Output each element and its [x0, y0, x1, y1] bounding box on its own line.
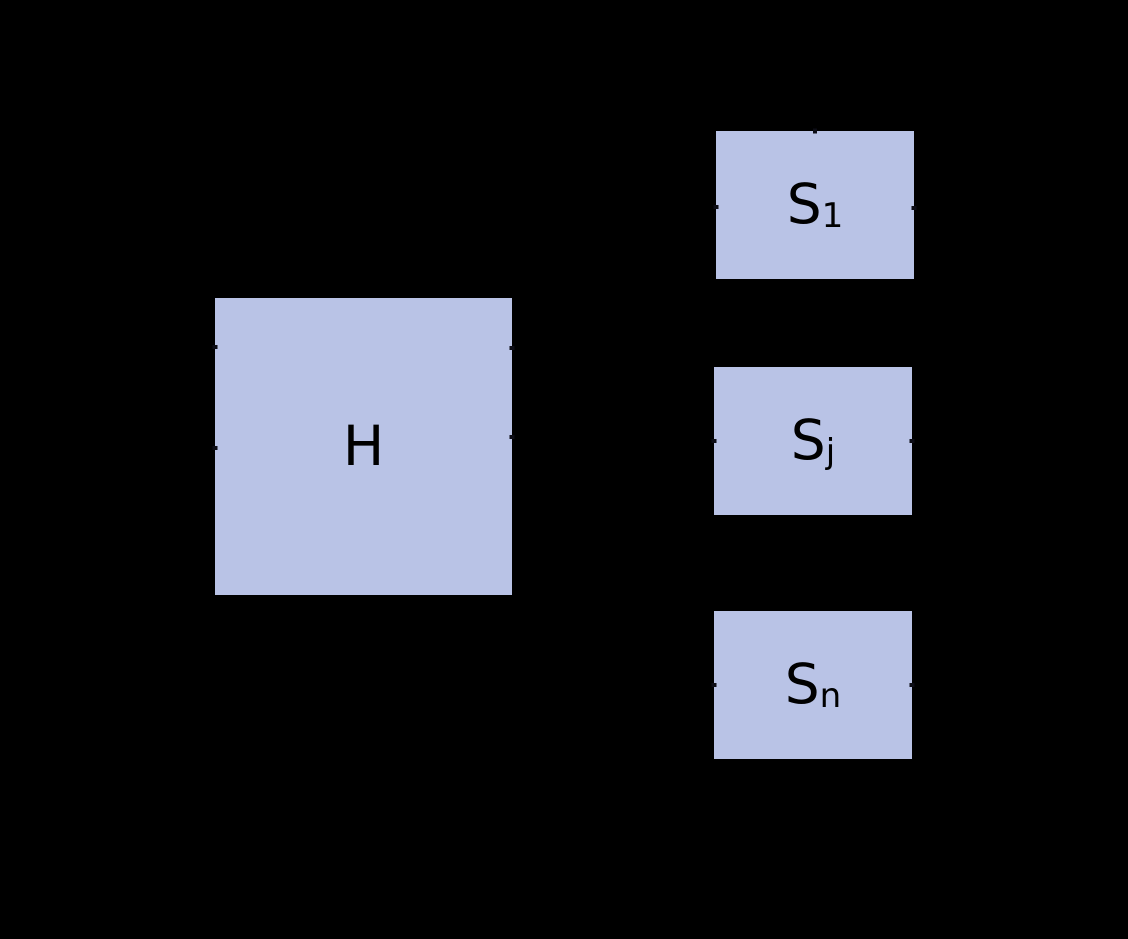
spoke-node-s1-label: S1 — [786, 171, 844, 236]
spoke-node-sn-subscript: n — [819, 675, 842, 716]
connector-stub — [212, 345, 218, 349]
connector-stub — [509, 435, 515, 439]
spoke-node-sj-label: Sj — [790, 407, 836, 472]
connector-stub — [711, 439, 717, 443]
hub-node-label: H — [342, 414, 385, 478]
connector-stub — [909, 439, 915, 443]
connector-stub — [911, 206, 917, 210]
spoke-node-s1-subscript: 1 — [821, 195, 844, 236]
connector-stub — [713, 205, 719, 209]
connector-stub — [212, 446, 218, 450]
spoke-node-s1: S1 — [716, 131, 914, 279]
connector-stub — [509, 346, 515, 350]
hub-node: H — [215, 298, 512, 595]
connector-stub — [711, 683, 717, 687]
connector-stub — [813, 128, 817, 134]
spoke-node-sn-label: Sn — [784, 651, 842, 716]
spoke-node-sn: Sn — [714, 611, 912, 759]
connector-stub — [909, 683, 915, 687]
spoke-node-sj: Sj — [714, 367, 912, 515]
spoke-node-sj-subscript: j — [825, 431, 836, 472]
